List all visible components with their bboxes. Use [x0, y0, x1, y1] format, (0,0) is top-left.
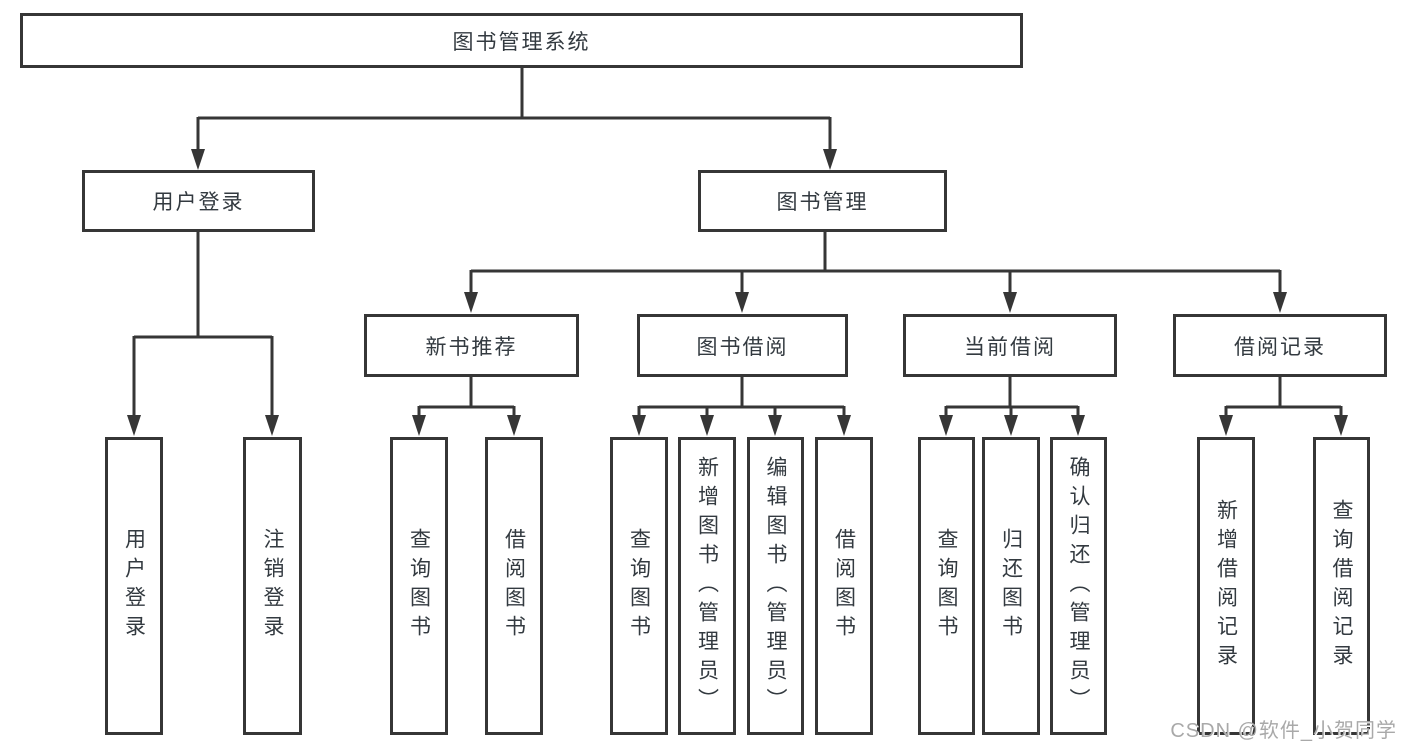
leaf-query-books-recommend-label: 查询图书: [407, 528, 431, 644]
leaf-confirm-return-admin-label: 确认归还（管理员）: [1067, 455, 1091, 717]
leaf-user-login-label: 用户登录: [122, 528, 146, 644]
node-book-borrowing: 图书借阅: [637, 314, 848, 377]
node-book-management: 图书管理: [698, 170, 947, 232]
leaf-confirm-return-admin: 确认归还（管理员）: [1050, 437, 1107, 735]
node-root-system: 图书管理系统: [20, 13, 1023, 68]
leaf-query-books-borrowing-label: 查询图书: [627, 528, 651, 644]
leaf-add-books-admin: 新增图书（管理员）: [678, 437, 736, 735]
arrowheads: [127, 149, 1348, 436]
node-user-login: 用户登录: [82, 170, 315, 232]
leaf-query-books-recommend: 查询图书: [390, 437, 448, 735]
csdn-watermark: CSDN @软件_小贺同学: [1170, 720, 1397, 742]
leaf-borrow-books-recommend: 借阅图书: [485, 437, 543, 735]
node-user-login-label: 用户登录: [152, 191, 245, 214]
leaf-logout-label: 注销登录: [261, 528, 285, 644]
leaf-borrow-books-recommend-label: 借阅图书: [502, 528, 526, 644]
node-root-system-label: 图书管理系统: [452, 30, 591, 54]
leaf-query-borrow-record: 查询借阅记录: [1313, 437, 1370, 735]
leaf-return-books-label: 归还图书: [999, 528, 1023, 644]
leaf-borrow-books-borrowing: 借阅图书: [815, 437, 873, 735]
leaf-user-login: 用户登录: [105, 437, 163, 735]
node-borrowing-records: 借阅记录: [1173, 314, 1387, 377]
node-new-book-recommend-label: 新书推荐: [425, 335, 518, 359]
node-current-borrowing-label: 当前借阅: [964, 335, 1056, 359]
leaf-borrow-books-borrowing-label: 借阅图书: [832, 528, 856, 644]
leaf-add-borrow-record: 新增借阅记录: [1197, 437, 1255, 735]
node-book-management-label: 图书管理: [776, 191, 869, 214]
node-new-book-recommend: 新书推荐: [364, 314, 579, 377]
leaf-query-borrow-record-label: 查询借阅记录: [1330, 499, 1354, 673]
leaf-logout: 注销登录: [243, 437, 302, 735]
leaf-edit-books-admin: 编辑图书（管理员）: [747, 437, 804, 735]
node-current-borrowing: 当前借阅: [903, 314, 1117, 377]
leaf-query-books-borrowing: 查询图书: [610, 437, 668, 735]
leaf-return-books: 归还图书: [982, 437, 1040, 735]
leaf-add-borrow-record-label: 新增借阅记录: [1214, 499, 1238, 673]
leaf-add-books-admin-label: 新增图书（管理员）: [695, 455, 719, 717]
node-book-borrowing-label: 图书借阅: [696, 335, 789, 359]
leaf-query-books-current: 查询图书: [918, 437, 975, 735]
node-borrowing-records-label: 借阅记录: [1234, 335, 1326, 359]
leaf-edit-books-admin-label: 编辑图书（管理员）: [764, 455, 788, 717]
leaf-query-books-current-label: 查询图书: [935, 528, 959, 644]
